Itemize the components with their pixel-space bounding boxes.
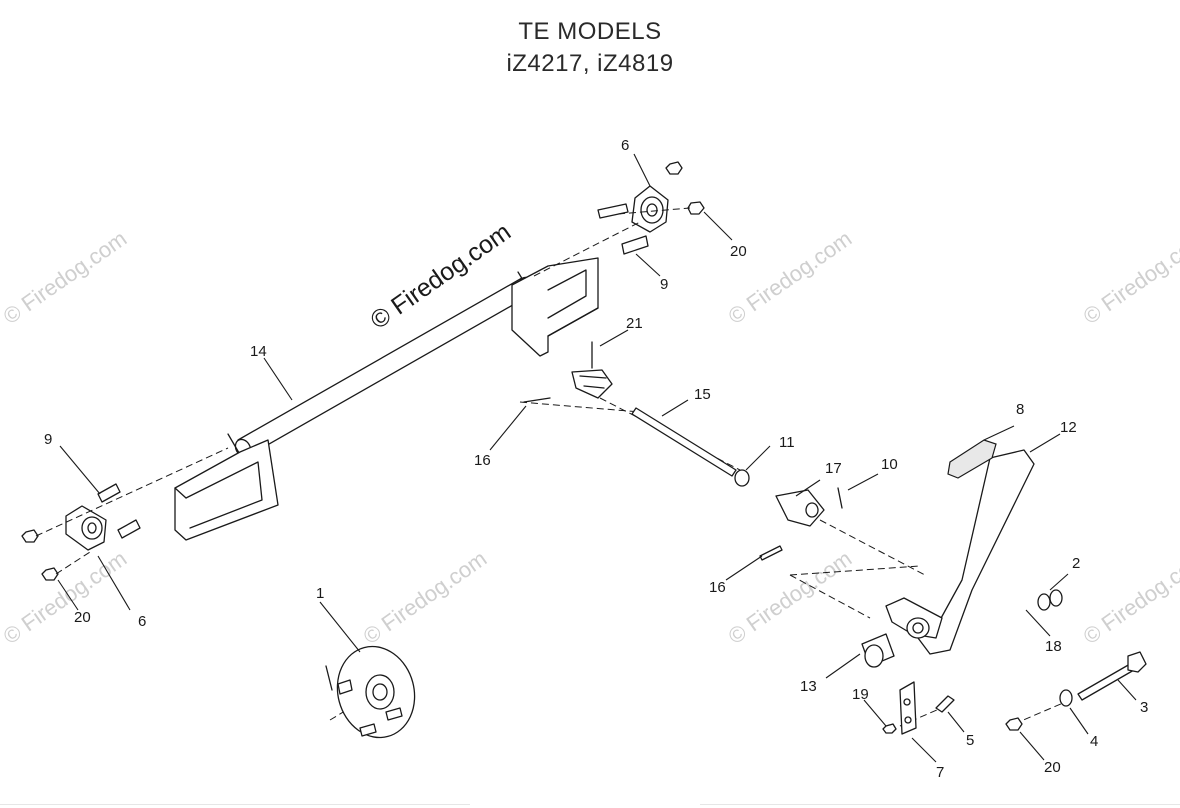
- watermark-text: © Firedog.com: [724, 546, 857, 649]
- part-15-rod: [631, 407, 737, 477]
- bottom-divider-right: [700, 804, 1180, 805]
- callout-14: 14: [250, 343, 267, 360]
- part-11-nut: [734, 469, 750, 487]
- part-12-pedal-arm: [885, 449, 1035, 655]
- callout-20-lower-right: 20: [1044, 759, 1061, 776]
- callout-16-upper: 16: [474, 452, 491, 469]
- part-5-bolt: [935, 695, 955, 713]
- part-16-pin-upper: [523, 397, 551, 403]
- callout-13: 13: [800, 678, 817, 695]
- watermark-text: © Firedog.com: [1079, 226, 1180, 329]
- part-19-nut: [882, 723, 897, 734]
- part-1-wheel-hub: [325, 645, 416, 739]
- callout-20-upper: 20: [730, 243, 747, 260]
- watermark-text: © Firedog.com: [724, 226, 857, 329]
- callout-9-lower: 9: [44, 431, 52, 448]
- callout-numbers: 1 2 3 4 5 6 6 7 8 9 9 10 11 12 13 14 15 …: [44, 137, 1148, 781]
- callout-15: 15: [694, 386, 711, 403]
- watermark-text: © Firedog.com: [1079, 546, 1180, 649]
- upper-hardware: [597, 161, 705, 255]
- callout-10: 10: [881, 456, 898, 473]
- diagram-subtitle: iZ4217, iZ4819: [506, 50, 674, 77]
- part-17-clevis-lower: [775, 487, 843, 527]
- watermark-text: © Firedog.com: [0, 226, 131, 329]
- part-16-pin-lower: [759, 545, 783, 561]
- leader-lines: [57, 153, 1137, 763]
- callout-6-upper: 6: [621, 137, 629, 154]
- lower-hardware: [21, 483, 141, 581]
- callout-7: 7: [936, 764, 944, 781]
- callout-4: 4: [1090, 733, 1098, 750]
- callout-1: 1: [316, 585, 324, 602]
- part-21-clevis-upper: [571, 341, 613, 399]
- callout-16-lower: 16: [709, 579, 726, 596]
- callout-9-upper: 9: [660, 276, 668, 293]
- callout-8: 8: [1016, 401, 1024, 418]
- part-7-plate: [899, 681, 917, 735]
- part-6-flange-bearing-lower: [65, 505, 107, 551]
- callout-17: 17: [825, 460, 842, 477]
- part-13-bushing: [861, 633, 895, 668]
- part-3-bolt: [1077, 651, 1147, 701]
- callout-20-lower-left: 20: [74, 609, 91, 626]
- part-6-flange-bearing-upper: [631, 185, 669, 233]
- watermark-text: © Firedog.com: [359, 546, 492, 649]
- callout-5: 5: [966, 732, 974, 749]
- bottom-divider-left: [0, 804, 470, 805]
- callout-3: 3: [1140, 699, 1148, 716]
- callout-11: 11: [779, 434, 795, 451]
- callout-21: 21: [626, 315, 643, 332]
- callout-18: 18: [1045, 638, 1062, 655]
- lower-mounting-bracket: [174, 439, 279, 541]
- callout-2: 2: [1072, 555, 1080, 572]
- callout-6-lower: 6: [138, 613, 146, 630]
- diagram-title: TE MODELS: [518, 18, 662, 45]
- watermark-main: © Firedog.com: [365, 218, 516, 335]
- watermark-text: © Firedog.com: [0, 546, 131, 649]
- upper-mounting-bracket: [511, 257, 599, 357]
- part-2-washers: [1037, 589, 1063, 611]
- callout-19: 19: [852, 686, 869, 703]
- part-4-washer: [1059, 689, 1073, 707]
- callout-12: 12: [1060, 419, 1077, 436]
- part-20-nut-lower: [1005, 717, 1023, 731]
